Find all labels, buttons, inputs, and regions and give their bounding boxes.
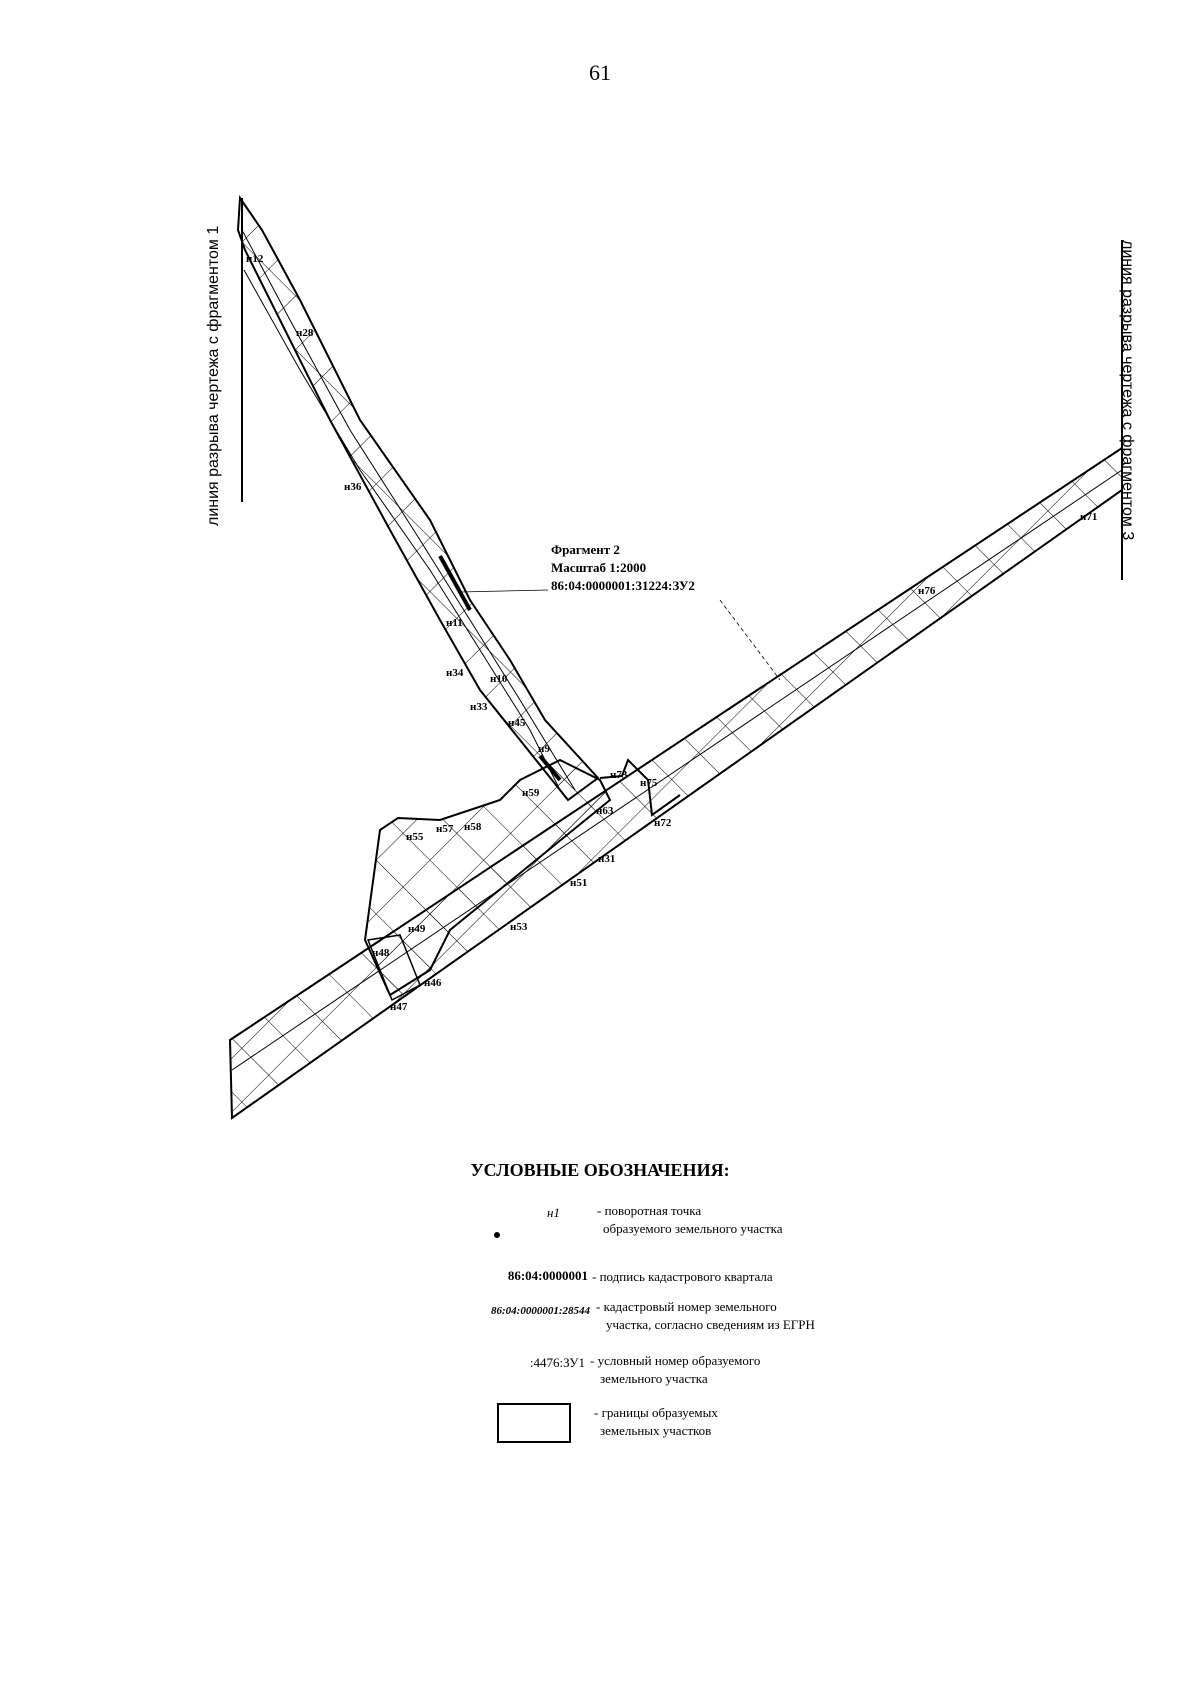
point-label: н55 <box>406 831 424 843</box>
fragment-label: Фрагмент 2 Масштаб 1:2000 86:04:0000001:… <box>551 541 695 595</box>
point-label: н57 <box>436 823 454 835</box>
point-label: н47 <box>390 1001 408 1013</box>
point-label: н45 <box>508 717 526 729</box>
legend-desc-5: - границы образуемых земельных участков <box>594 1404 718 1440</box>
legend-boundary-swatch <box>497 1403 571 1443</box>
point-label: н63 <box>596 805 614 817</box>
legend-desc-2: - подпись кадастрового квартала <box>592 1268 773 1286</box>
legend-desc-line: - границы образуемых <box>594 1405 718 1420</box>
parcel-small <box>366 934 421 1002</box>
point-label: н48 <box>372 947 390 959</box>
point-label: н58 <box>464 821 482 833</box>
point-label: н49 <box>408 923 426 935</box>
legend-desc-line: - подпись кадастрового квартала <box>592 1269 773 1284</box>
legend-symbol-quarter: 86:04:0000001 <box>507 1268 588 1283</box>
fragment-scale: Масштаб 1:2000 <box>551 560 647 575</box>
leader-line-1 <box>459 589 549 593</box>
corridor-east <box>228 446 1123 1120</box>
point-label: н76 <box>918 585 936 597</box>
fragment-parcel: 86:04:0000001:31224:ЗУ2 <box>551 578 695 593</box>
fragment-title: Фрагмент 2 <box>551 542 620 557</box>
legend-point-icon <box>494 1232 500 1238</box>
legend-desc-line: участка, согласно сведениям из ЕГРН <box>606 1317 815 1332</box>
leader-line-2 <box>719 599 781 681</box>
legend-symbol-condnum: :4476:ЗУ1 <box>529 1355 585 1370</box>
legend-desc-line: - условный номер образуемого <box>590 1353 761 1368</box>
point-label: н12 <box>246 253 264 265</box>
parcel-step <box>599 758 681 817</box>
point-label: н71 <box>1080 511 1097 523</box>
legend-desc-line: - кадастровый номер земельного <box>596 1299 777 1314</box>
point-label: н36 <box>344 481 362 493</box>
legend-symbol-point-label: н1 <box>547 1205 560 1220</box>
point-label: н34 <box>446 667 464 679</box>
legend-desc-line: образуемого земельного участка <box>603 1221 783 1236</box>
point-label: н73 <box>610 769 628 781</box>
page-number: 61 <box>589 60 611 85</box>
point-label: н11 <box>446 617 463 629</box>
point-label: н72 <box>654 817 672 829</box>
corridor-north <box>236 195 600 802</box>
corridor-north-inner-2 <box>243 269 561 791</box>
legend-desc-line: земельного участка <box>600 1371 708 1386</box>
point-labels: н12 н28 н36 н11 н34 н10 н33 н45 н9 н59 н… <box>246 253 1097 1013</box>
legend-desc-line: земельных участков <box>600 1423 712 1438</box>
legend-desc-4: - условный номер образуемого земельного … <box>590 1352 760 1388</box>
point-label: н31 <box>598 853 615 865</box>
point-label: н51 <box>570 877 587 889</box>
boundary-marker-2 <box>538 754 562 782</box>
point-label: н53 <box>510 921 528 933</box>
corridor-north-inner-1 <box>241 229 576 791</box>
boundary-marker-1 <box>438 555 472 611</box>
point-label: н28 <box>296 327 314 339</box>
point-label: н46 <box>424 977 442 989</box>
point-label: н10 <box>490 673 508 685</box>
point-label: н59 <box>522 787 540 799</box>
legend-desc-1: - поворотная точка образуемого земельног… <box>597 1202 783 1238</box>
point-label: н33 <box>470 701 488 713</box>
legend-desc-3: - кадастровый номер земельного участка, … <box>596 1298 815 1334</box>
point-label: н9 <box>538 743 550 755</box>
legend-desc-line: - поворотная точка <box>597 1203 702 1218</box>
point-label: н75 <box>640 777 658 789</box>
legend-symbol-cadnum: 86:04:0000001:28544 <box>491 1305 590 1317</box>
legend-title: УСЛОВНЫЕ ОБОЗНАЧЕНИЯ: <box>470 1160 730 1180</box>
